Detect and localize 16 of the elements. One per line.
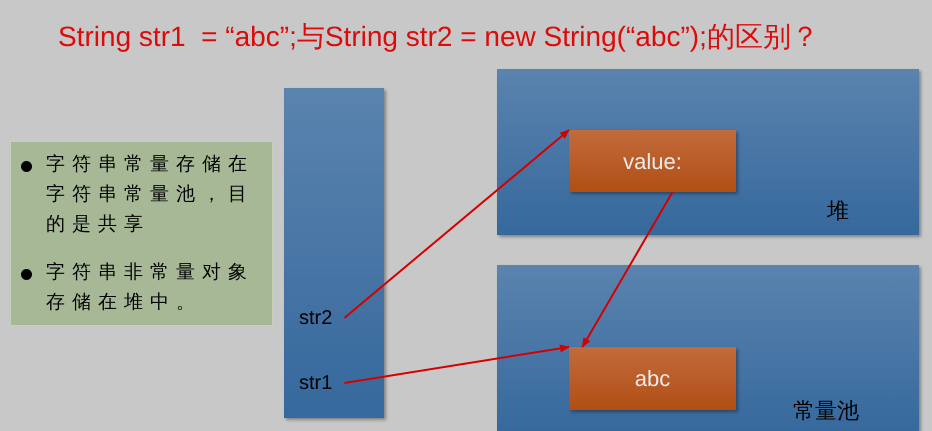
arrow bbox=[582, 192, 674, 348]
arrow bbox=[344, 129, 570, 319]
title: String str1 = “abc”;与String str2 = new String(“abc”);的区别？ bbox=[58, 20, 819, 54]
memory-area bbox=[497, 265, 919, 431]
variable-label: str1 bbox=[299, 371, 332, 395]
stack-column bbox=[284, 88, 384, 418]
note-text: 字符串常量存储在字符串常量池，目的是共享 bbox=[46, 153, 255, 237]
note-panel bbox=[10, 141, 273, 326]
area-label: 堆 bbox=[827, 197, 849, 225]
variable-label: str2 bbox=[299, 306, 332, 330]
value-box: value: bbox=[569, 130, 736, 192]
area-label: 常量池 bbox=[793, 397, 859, 425]
value-box: abc bbox=[569, 347, 736, 410]
note-text: 字符串非常量对象存储在堆中。 bbox=[46, 261, 255, 315]
arrow bbox=[344, 344, 570, 384]
memory-area bbox=[497, 69, 919, 235]
